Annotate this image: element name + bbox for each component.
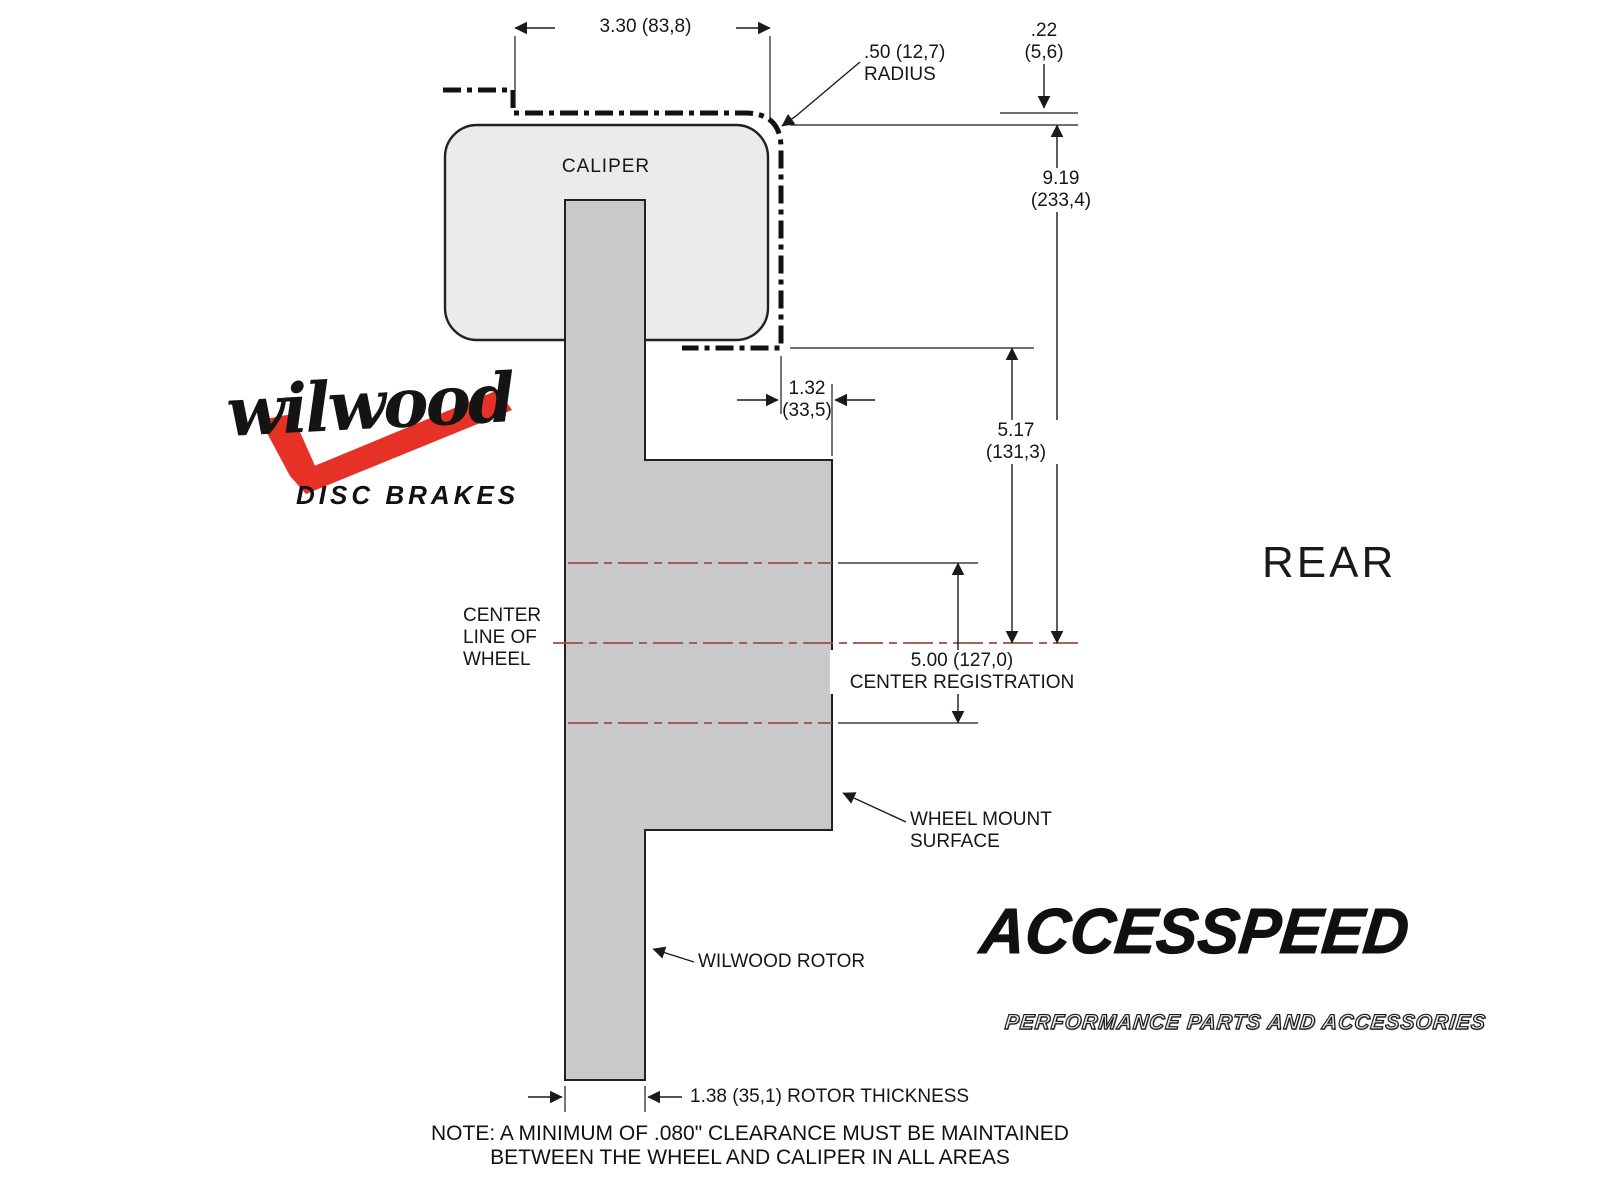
note-line2: BETWEEN THE WHEEL AND CALIPER IN ALL ARE… bbox=[490, 1146, 1010, 1169]
overhang-mm: (33,5) bbox=[782, 400, 832, 421]
view-label-rear: REAR bbox=[1262, 538, 1397, 587]
centerlines bbox=[553, 562, 1078, 724]
dim-clearance-label: .22 (5,6) bbox=[1012, 20, 1076, 64]
accesspeed-logo-text: ACCESSPEED bbox=[977, 895, 1413, 968]
dim-overall-height-label: 9.19 (233,4) bbox=[1009, 168, 1113, 212]
rotor-cross-section bbox=[564, 199, 833, 1081]
registration-value: 5.00 (127,0) bbox=[910, 650, 1014, 671]
note-line1: NOTE: A MINIMUM OF .080" CLEARANCE MUST … bbox=[431, 1122, 1069, 1145]
wheel-mount-arrow bbox=[842, 792, 907, 823]
accesspeed-logo-tagline: PERFORMANCE PARTS AND ACCESSORIES bbox=[1003, 1010, 1488, 1034]
dim-overhang-label: 1.32 (33,5) bbox=[779, 378, 835, 422]
wilwood-rotor-label: WILWOOD ROTOR bbox=[698, 951, 866, 972]
clearance-note: NOTE: A MINIMUM OF .080" CLEARANCE MUST … bbox=[300, 1122, 1200, 1170]
registration-word: CENTER REGISTRATION bbox=[849, 672, 1075, 693]
clearance-inches: .22 bbox=[1030, 20, 1058, 41]
dim-radius-label: .50 (12,7) RADIUS bbox=[864, 42, 945, 86]
wheel-mount-line2: SURFACE bbox=[910, 831, 1000, 852]
centerline-line1: CENTER bbox=[463, 605, 542, 626]
clearance-mm: (5,6) bbox=[1024, 42, 1064, 63]
wilwood-logo-text: wilwood bbox=[224, 358, 515, 453]
overall-height-inches: 9.19 bbox=[1042, 168, 1080, 189]
dim-caliper-width-label: 3.30 (83,8) bbox=[555, 16, 736, 38]
wheel-centerline-label: CENTER LINE OF WHEEL bbox=[463, 605, 541, 671]
radius-word: RADIUS bbox=[864, 64, 936, 85]
wheel-mount-line1: WHEEL MOUNT bbox=[910, 809, 1052, 830]
caliper-to-center-inches: 5.17 bbox=[997, 420, 1035, 441]
radius-leader-arrow bbox=[781, 61, 861, 127]
rotor-callout-arrow bbox=[652, 946, 695, 963]
dim-caliper-to-center-label: 5.17 (131,3) bbox=[964, 420, 1068, 464]
dim-rotor-thickness-label: 1.38 (35,1) ROTOR THICKNESS bbox=[690, 1086, 970, 1107]
caliper-label: CALIPER bbox=[561, 156, 651, 177]
wilwood-logo-tagline: DISC BRAKES bbox=[296, 480, 520, 510]
wheel-mount-surface-label: WHEEL MOUNT SURFACE bbox=[910, 809, 1052, 853]
radius-value: .50 (12,7) bbox=[864, 42, 946, 63]
centerline-line3: WHEEL bbox=[463, 649, 531, 670]
centerline-line2: LINE OF bbox=[463, 627, 537, 648]
caliper-to-center-mm: (131,3) bbox=[985, 442, 1047, 463]
overhang-inches: 1.32 bbox=[788, 378, 826, 399]
dim-center-registration-label: 5.00 (127,0) CENTER REGISTRATION bbox=[830, 650, 1094, 694]
wilwood-swoosh bbox=[260, 390, 512, 494]
overall-height-mm: (233,4) bbox=[1030, 190, 1092, 211]
